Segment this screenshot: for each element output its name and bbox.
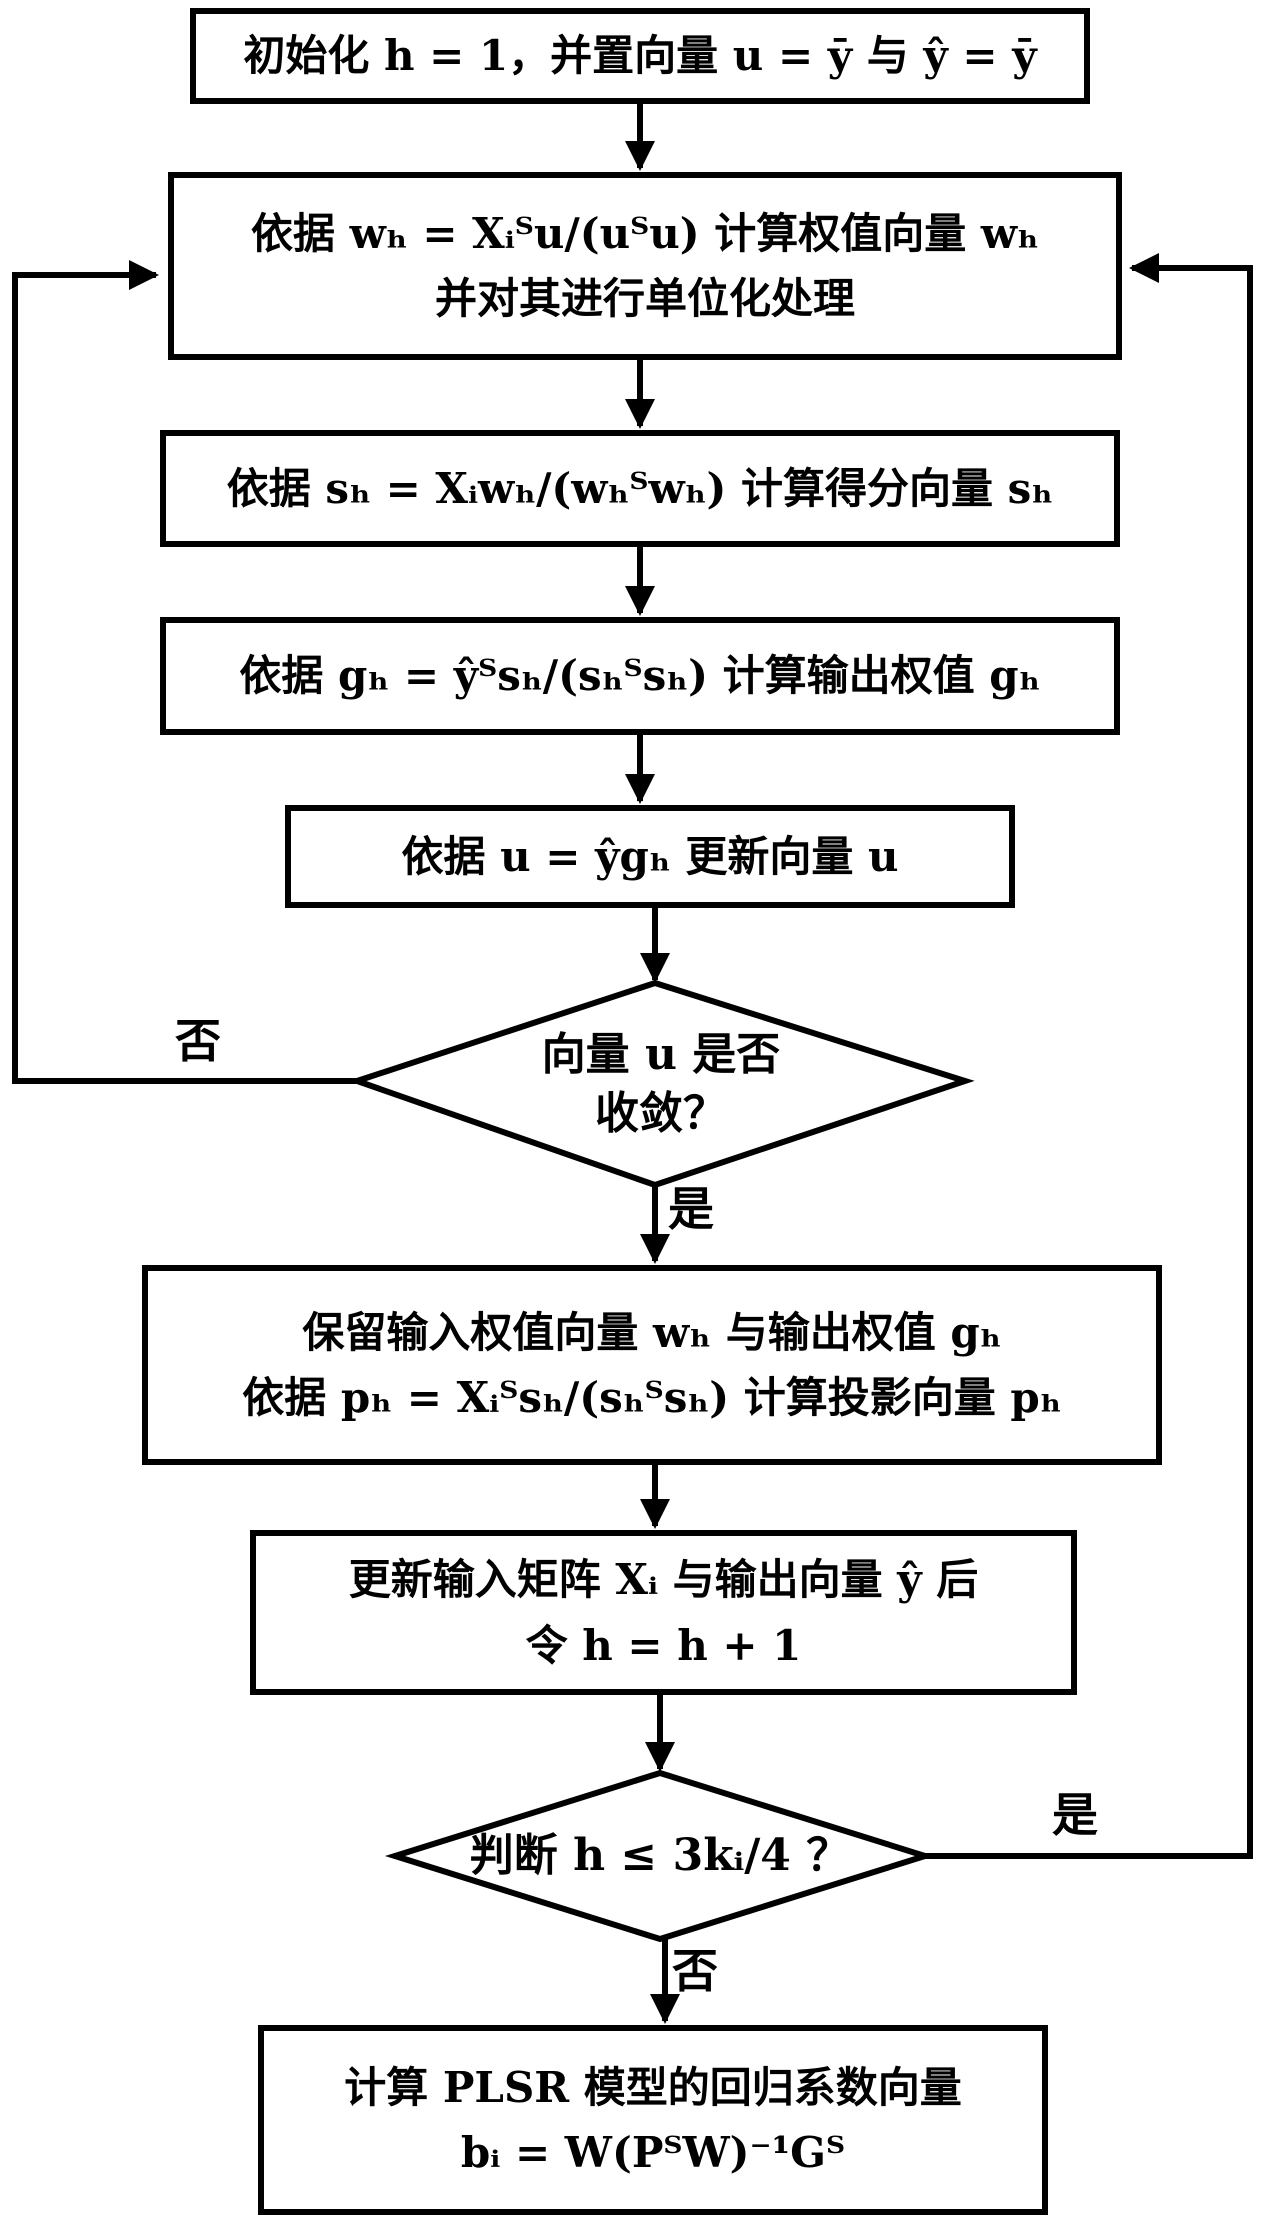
iteration-decision-diamond bbox=[384, 1769, 936, 1943]
node-increment-h: 令 h = h + 1 bbox=[525, 1620, 802, 1670]
node-weight-vector-formula: 依据 wₕ = Xᵢᵀu/(uᵀu) 计算权值向量 wₕ bbox=[251, 208, 1039, 258]
node-retain-and-project: 保留输入权值向量 wₕ 与输出权值 gₕ 依据 pₕ = Xᵢᵀsₕ/(sₕᵀs… bbox=[142, 1265, 1162, 1465]
label-convergence-no: 否 bbox=[175, 1014, 221, 1068]
node-weight-vector: 依据 wₕ = Xᵢᵀu/(uᵀu) 计算权值向量 wₕ 并对其进行单位化处理 bbox=[168, 172, 1122, 360]
node-output-weight-text: 依据 gₕ = ŷᵀsₕ/(sₕᵀsₕ) 计算输出权值 gₕ bbox=[239, 651, 1041, 701]
convergence-decision-text: 向量 u 是否 收敛？ bbox=[357, 983, 965, 1185]
edge-convergence-no-loop bbox=[12, 260, 357, 1084]
node-retain-line: 保留输入权值向量 wₕ 与输出权值 gₕ bbox=[302, 1307, 1002, 1357]
node-regression-title: 计算 PLSR 模型的回归系数向量 bbox=[344, 2062, 962, 2112]
node-weight-vector-normalize: 并对其进行单位化处理 bbox=[434, 274, 855, 323]
node-score-vector-text: 依据 sₕ = Xᵢwₕ/(wₕᵀwₕ) 计算得分向量 sₕ bbox=[226, 463, 1054, 513]
convergence-decision-diamond bbox=[347, 979, 975, 1189]
convergence-question-line2: 收敛？ bbox=[595, 1088, 727, 1139]
label-convergence-yes: 是 bbox=[668, 1182, 714, 1236]
label-iteration-yes: 是 bbox=[1052, 1788, 1098, 1842]
node-project-formula: 依据 pₕ = Xᵢᵀsₕ/(sₕᵀsₕ) 计算投影向量 pₕ bbox=[242, 1373, 1062, 1422]
label-iteration-no: 否 bbox=[672, 1944, 718, 1998]
node-update-u: 依据 u = ŷgₕ 更新向量 u bbox=[285, 805, 1015, 908]
node-init-text: 初始化 h = 1，并置向量 u = ȳ 与 ŷ = ȳ bbox=[243, 31, 1037, 81]
iteration-question: 判断 h ≤ 3kᵢ/4 ？ bbox=[469, 1830, 851, 1882]
node-init: 初始化 h = 1，并置向量 u = ȳ 与 ŷ = ȳ bbox=[190, 8, 1090, 104]
node-update-matrices-line: 更新输入矩阵 Xᵢ 与输出向量 ŷ 后 bbox=[348, 1555, 979, 1605]
iteration-decision-text: 判断 h ≤ 3kᵢ/4 ？ bbox=[395, 1773, 925, 1939]
node-update-matrices: 更新输入矩阵 Xᵢ 与输出向量 ŷ 后 令 h = h + 1 bbox=[250, 1530, 1077, 1695]
node-output-weight: 依据 gₕ = ŷᵀsₕ/(sₕᵀsₕ) 计算输出权值 gₕ bbox=[160, 617, 1120, 735]
convergence-question-line1: 向量 u 是否 bbox=[541, 1028, 781, 1080]
node-update-u-text: 依据 u = ŷgₕ 更新向量 u bbox=[401, 831, 899, 881]
node-score-vector: 依据 sₕ = Xᵢwₕ/(wₕᵀwₕ) 计算得分向量 sₕ bbox=[160, 430, 1120, 547]
node-regression-formula: bᵢ = W(PᵀW)⁻¹Gᵀ bbox=[460, 2128, 846, 2177]
node-regression-coefficients: 计算 PLSR 模型的回归系数向量 bᵢ = W(PᵀW)⁻¹Gᵀ bbox=[258, 2025, 1048, 2215]
edge-iteration-yes-loop bbox=[925, 253, 1253, 1859]
